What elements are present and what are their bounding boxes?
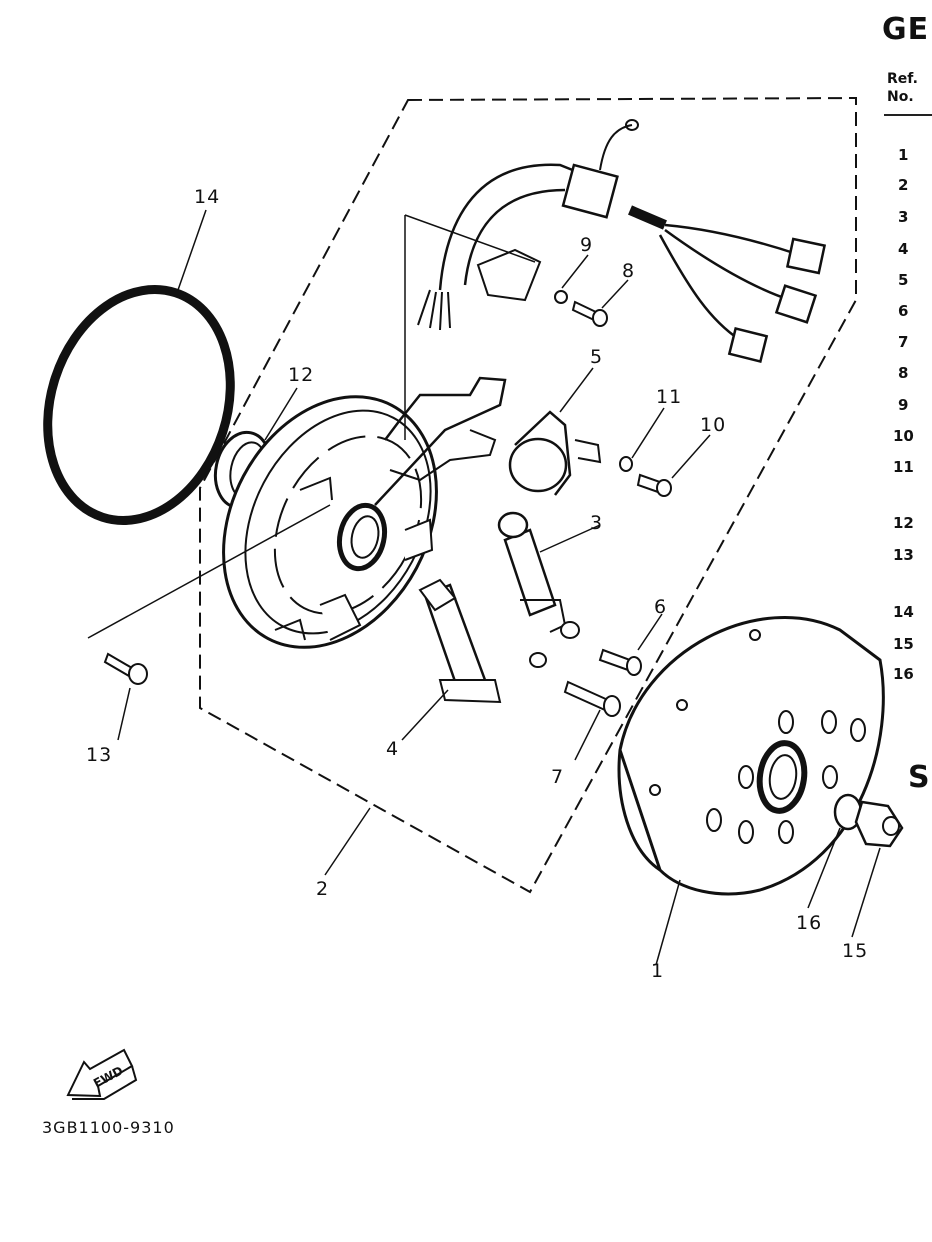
ref-number: 16 — [893, 665, 914, 683]
ref-number: 13 — [893, 546, 914, 564]
ref-number: 12 — [893, 514, 914, 532]
drawing-code: 3GB1100-9310 — [42, 1118, 175, 1137]
callout-8: 8 — [622, 260, 636, 282]
ref-number: 1 — [898, 146, 909, 164]
screw-7 — [563, 680, 621, 717]
pickup-coil-part — [508, 410, 602, 496]
screw-6 — [598, 648, 642, 676]
charging-coil-part — [418, 578, 547, 704]
callout-16: 16 — [796, 912, 823, 934]
ref-number: 7 — [898, 333, 909, 351]
wiring-harness-part — [417, 119, 827, 363]
callout-1: 1 — [651, 960, 665, 982]
callout-11: 11 — [656, 386, 683, 408]
screw-13 — [103, 652, 148, 685]
callout-6: 6 — [654, 596, 668, 618]
ref-number: 9 — [898, 396, 909, 414]
callout-5: 5 — [590, 346, 604, 368]
section-letter: S — [908, 760, 930, 795]
callout-4: 4 — [386, 738, 400, 760]
ref-number: 4 — [898, 240, 909, 258]
screw-9 — [554, 290, 568, 304]
ref-number: 3 — [898, 208, 909, 226]
ref-heading-line1: Ref. — [887, 71, 918, 87]
ref-number: 6 — [898, 302, 909, 320]
callout-14: 14 — [194, 186, 221, 208]
callout-9: 9 — [580, 234, 594, 256]
washer-11 — [619, 456, 633, 472]
ref-number: 14 — [893, 603, 914, 621]
section-title: GE — [882, 12, 930, 47]
header-rule — [884, 114, 932, 116]
ref-number: 5 — [898, 271, 909, 289]
ref-number: 10 — [893, 427, 914, 445]
nut-15 — [854, 800, 904, 848]
callout-3: 3 — [590, 512, 604, 534]
stator-plate-part — [222, 376, 507, 649]
ref-number: 8 — [898, 364, 909, 382]
screw-8 — [571, 300, 608, 327]
ref-number: 11 — [893, 458, 914, 476]
ref-number: 2 — [898, 176, 909, 194]
screw-10 — [636, 473, 672, 497]
source-coil-part — [497, 511, 580, 639]
leader-lines — [87, 209, 881, 966]
ref-no-heading: Ref. No. — [887, 70, 918, 106]
callout-7: 7 — [551, 766, 565, 788]
assembly-boundary — [199, 96, 857, 894]
rotor-part — [617, 615, 885, 896]
callout-10: 10 — [700, 414, 727, 436]
o-ring-part — [43, 285, 235, 525]
ref-number: 15 — [893, 635, 914, 653]
callout-2: 2 — [316, 878, 330, 900]
callout-12: 12 — [288, 364, 315, 386]
fwd-arrow-icon: FWD — [66, 1048, 138, 1100]
ref-heading-line2: No. — [887, 89, 914, 105]
callout-13: 13 — [86, 744, 113, 766]
callout-15: 15 — [842, 940, 869, 962]
